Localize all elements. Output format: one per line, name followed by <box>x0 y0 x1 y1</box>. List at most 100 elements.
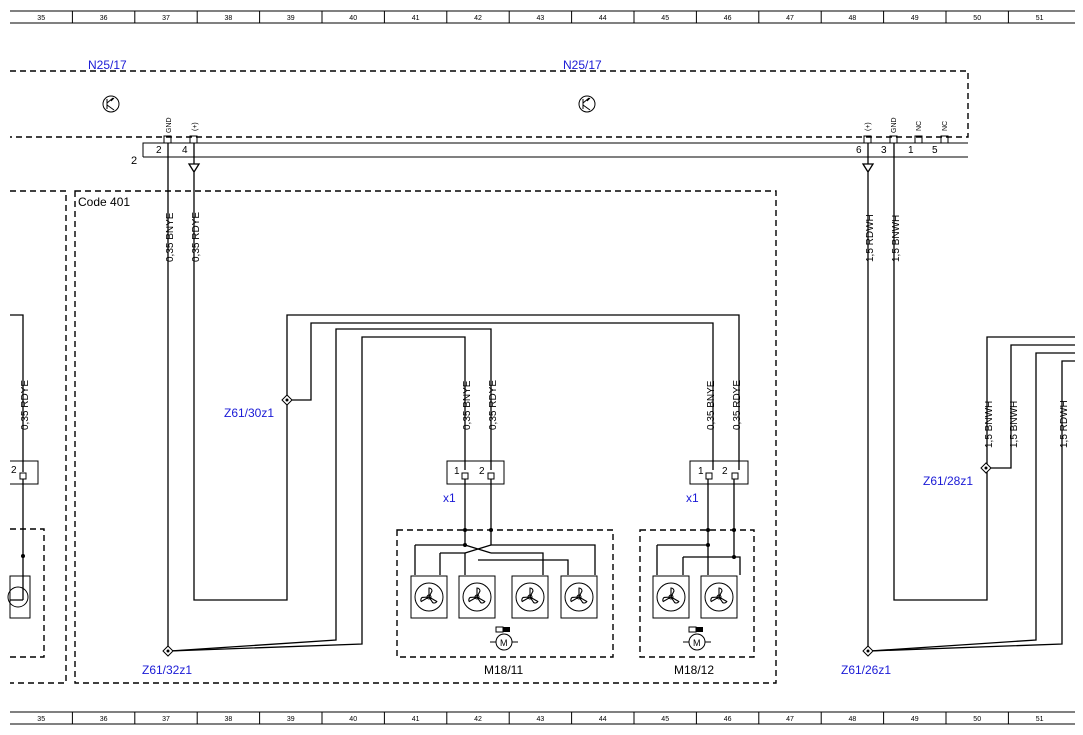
junction-label: Z61/30z1 <box>224 406 274 420</box>
module-label-right: N25/17 <box>563 58 602 72</box>
motor-icon: M <box>490 626 518 651</box>
column-number: 36 <box>100 716 108 723</box>
transistor-icon <box>578 95 596 113</box>
column-number: 48 <box>849 15 857 22</box>
junction-marker: Z61/30z1 <box>224 394 293 420</box>
column-number: 44 <box>599 716 607 723</box>
column-number: 43 <box>537 716 545 723</box>
component-label: M18/12 <box>674 663 714 677</box>
column-number: 36 <box>100 15 108 22</box>
column-number: 41 <box>412 716 420 723</box>
column-number: 46 <box>724 716 732 723</box>
wire-label: 0,35 RDYE <box>488 380 499 430</box>
fan-icon <box>511 575 549 619</box>
wire-label: 0,35 RDYE <box>20 380 31 430</box>
junction-label: Z61/32z1 <box>142 663 192 677</box>
pin-number: 2 <box>156 145 162 156</box>
column-number: 51 <box>1036 15 1044 22</box>
module-n25-17: N25/17 N25/17 2 GND (+) (+) GND NC NC 2 … <box>10 58 969 167</box>
connector-label: x1 <box>686 491 699 505</box>
harness-wires: 0,35 BNYE 0,35 RDYE 0,35 BNYE 0,35 RDYE … <box>165 143 743 652</box>
pin-tag-nc: NC <box>916 121 923 131</box>
column-number: 50 <box>973 15 981 22</box>
column-number: 42 <box>474 716 482 723</box>
column-number: 38 <box>225 716 233 723</box>
fan-icon <box>652 575 690 619</box>
column-ruler-top: 35 36 37 38 39 40 41 42 43 44 45 46 47 48 49 50 51 <box>10 10 1075 24</box>
pin-number: 3 <box>881 145 887 156</box>
pin-tag-gnd: GND <box>166 117 173 133</box>
column-number: 39 <box>287 15 295 22</box>
wire-label: 0,35 RDYE <box>191 212 202 262</box>
fan-icon <box>560 575 598 619</box>
column-number: 35 <box>37 15 45 22</box>
pin-number: 5 <box>932 145 938 156</box>
pin-tag-nc: NC <box>942 121 949 131</box>
wire-label: 0,35 BNYE <box>462 380 473 430</box>
wire-label: 1,5 BNWH <box>1009 401 1020 448</box>
pin-number: 2 <box>479 466 485 477</box>
fan-assembly-m18-12: M M18/12 <box>639 479 755 677</box>
column-number: 46 <box>724 15 732 22</box>
transistor-icon <box>102 95 120 113</box>
svg-text:M: M <box>500 638 508 648</box>
pin-number: 1 <box>454 466 460 477</box>
pin-number: 1 <box>908 145 914 156</box>
pin-number: 4 <box>182 145 188 156</box>
column-number: 39 <box>287 716 295 723</box>
wire-label: 0,35 BNYE <box>706 380 717 430</box>
connector-x1-a: 1 2 x1 <box>443 460 505 505</box>
code-401-box: Code 401 <box>74 190 777 684</box>
pin-tag-gnd: GND <box>891 117 898 133</box>
module-label-left: N25/17 <box>88 58 127 72</box>
column-number: 40 <box>349 716 357 723</box>
right-harness: 1,5 RDWH 1,5 BNWH 1,5 BNWH 1,5 BNWH 1,5 … <box>861 143 1075 652</box>
column-number: 42 <box>474 15 482 22</box>
component-label: M18/11 <box>484 663 523 677</box>
column-number: 41 <box>412 15 420 22</box>
pin-number: 6 <box>856 145 862 156</box>
column-number: 51 <box>1036 716 1044 723</box>
column-number: 45 <box>661 15 669 22</box>
code-label: Code 401 <box>78 195 130 209</box>
column-number: 47 <box>786 15 794 22</box>
column-number: 48 <box>849 716 857 723</box>
junction-marker: Z61/26z1 <box>841 645 891 677</box>
pin-number: 2 <box>722 466 728 477</box>
column-number: 45 <box>661 716 669 723</box>
svg-text:M: M <box>693 638 701 648</box>
connector-x1-b: 1 2 x1 <box>686 460 749 505</box>
connector-index: 2 <box>131 155 137 167</box>
column-number: 40 <box>349 15 357 22</box>
column-number: 38 <box>225 15 233 22</box>
wire-label: 1,5 RDWH <box>865 214 876 262</box>
junction-marker: Z61/32z1 <box>142 645 192 677</box>
junction-label: Z61/28z1 <box>923 474 973 488</box>
fan-assembly-m18-11: M M18/11 <box>396 479 614 677</box>
fan-icon <box>458 575 496 619</box>
junction-label: Z61/26z1 <box>841 663 891 677</box>
fan-icon <box>700 575 738 619</box>
motor-icon: M <box>683 626 711 651</box>
column-number: 44 <box>599 15 607 22</box>
column-number: 49 <box>911 716 919 723</box>
pin-number: 2 <box>11 465 17 476</box>
wire-label: 1,5 RDWH <box>1059 400 1070 448</box>
fan-icon <box>410 575 448 619</box>
pin-tag-plus: (+) <box>192 122 199 131</box>
column-number: 43 <box>537 15 545 22</box>
wire-label: 0,35 BNYE <box>165 212 176 262</box>
wire-label: 1,5 BNWH <box>891 215 902 262</box>
pin-number: 1 <box>698 466 704 477</box>
column-number: 49 <box>911 15 919 22</box>
column-number: 47 <box>786 716 794 723</box>
column-number: 50 <box>973 716 981 723</box>
junction-marker: Z61/28z1 <box>923 462 992 488</box>
left-neighbour-box: 0,35 RDYE 2 <box>7 190 67 684</box>
column-number: 37 <box>162 15 170 22</box>
wire-label: 1,5 BNWH <box>984 401 995 448</box>
pin-tag-plus: (+) <box>865 122 872 131</box>
column-number: 35 <box>37 716 45 723</box>
